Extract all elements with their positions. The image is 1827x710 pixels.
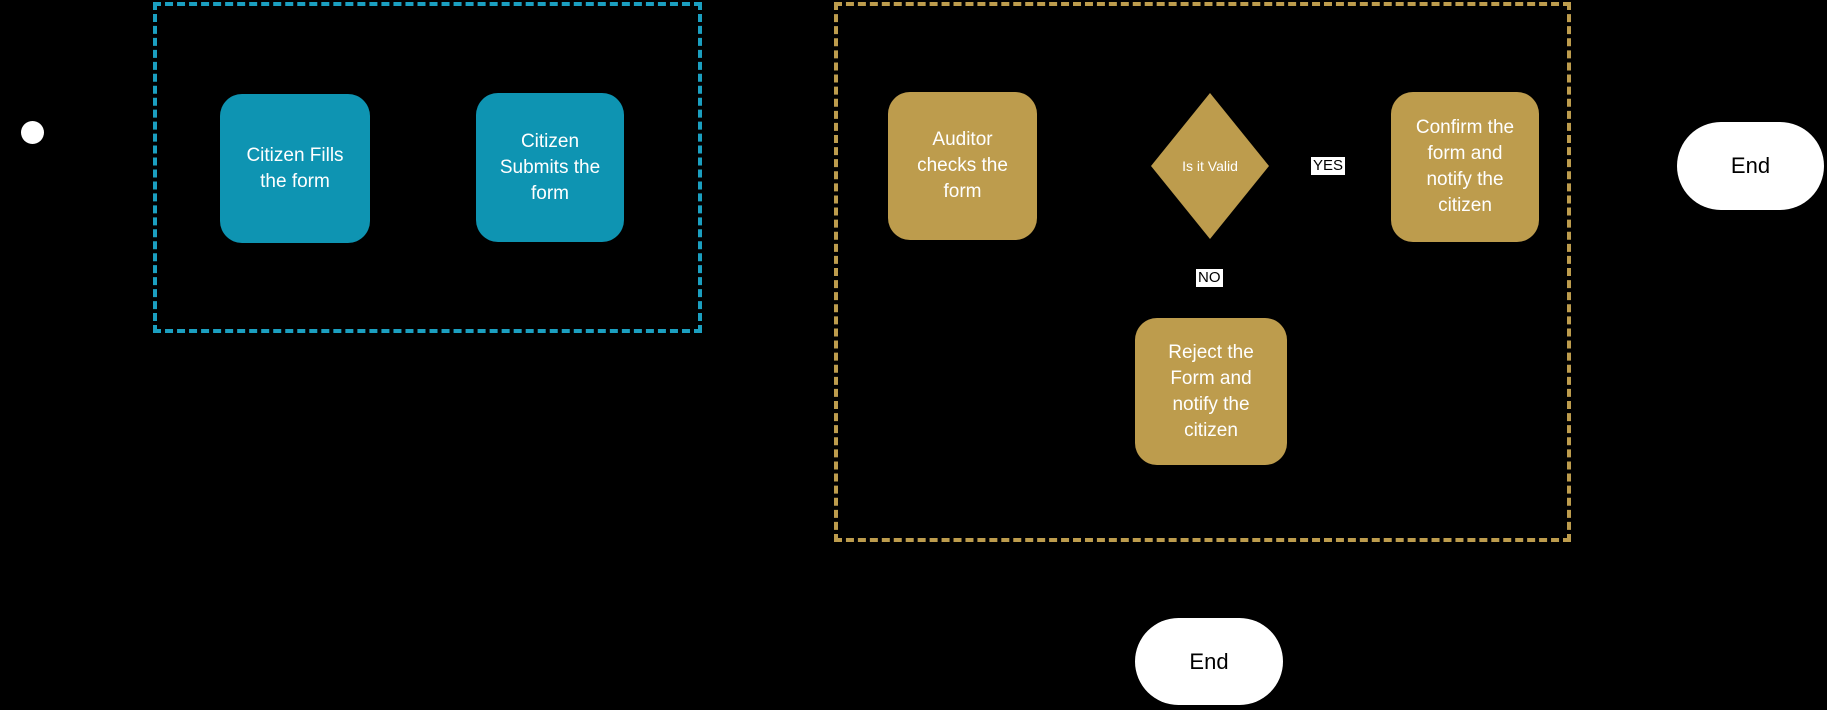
process-citizen-submits-form[interactable]: Citizen Submits the form [476, 93, 624, 242]
auditor-lane-container [834, 2, 1571, 542]
process-label: Confirm the form and notify the citizen [1415, 117, 1515, 216]
process-citizen-fills-form[interactable]: Citizen Fills the form [220, 94, 370, 243]
process-confirm-and-notify[interactable]: Confirm the form and notify the citizen [1391, 92, 1539, 242]
end-label: End [1189, 648, 1229, 674]
process-label: Citizen Fills the form [246, 144, 344, 192]
end-node-right[interactable]: End [1677, 122, 1824, 210]
end-label: End [1730, 153, 1771, 178]
process-reject-and-notify[interactable]: Reject the Form and notify the citizen [1135, 318, 1287, 465]
process-label: Reject the Form and notify the citizen [1168, 341, 1254, 441]
citizen-lane-container [153, 2, 702, 333]
end-node-bottom[interactable]: End [1135, 618, 1283, 705]
start-node[interactable] [21, 121, 44, 144]
process-label: Citizen Submits the form [499, 130, 601, 204]
decision-label: Is it Valid [1182, 158, 1238, 174]
edge-label-yes: YES [1311, 157, 1346, 175]
process-auditor-checks-form[interactable]: Auditor checks the form [888, 92, 1037, 240]
edge-label-no: NO [1196, 269, 1223, 287]
process-label: Auditor checks the form [917, 129, 1008, 202]
